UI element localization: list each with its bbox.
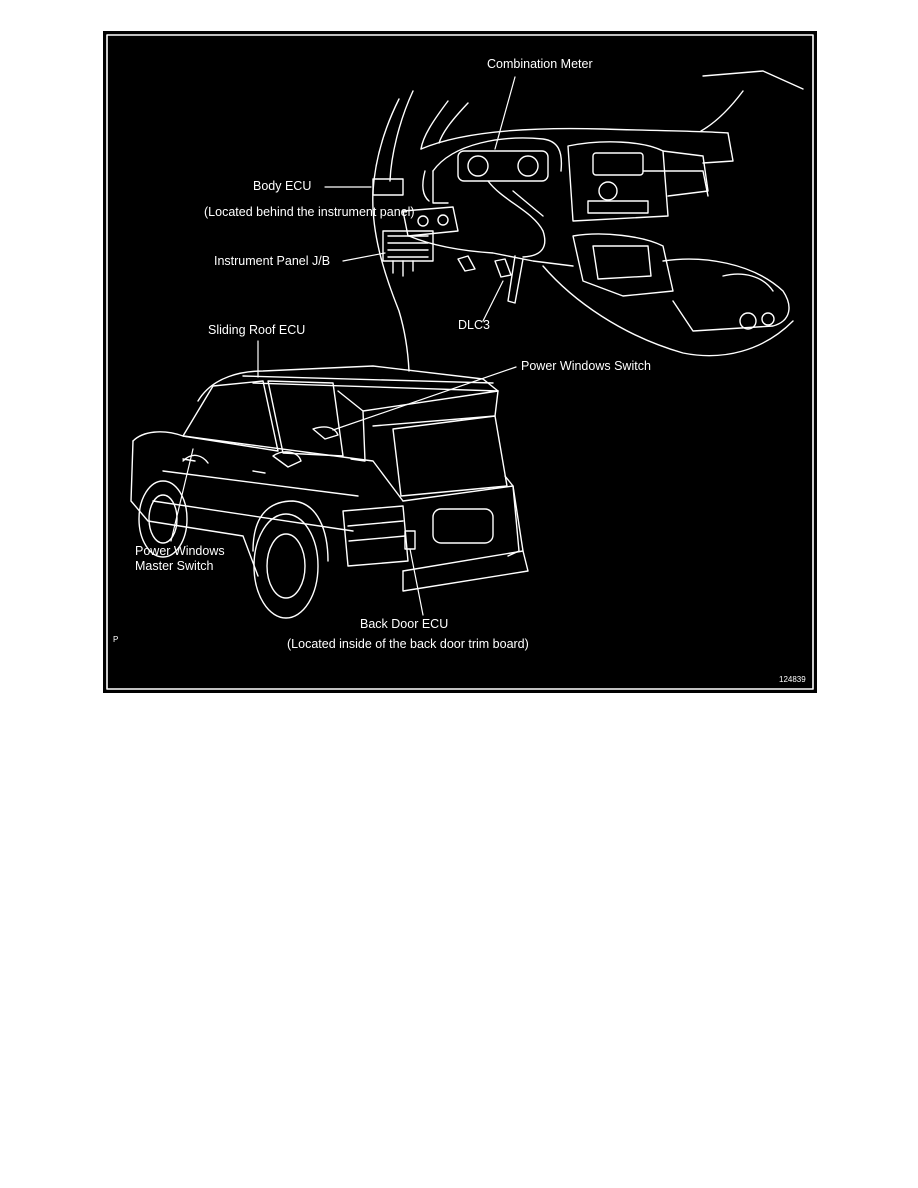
leader-lines [170, 76, 517, 616]
label-back-door-ecu-note: (Located inside of the back door trim bo… [287, 637, 529, 651]
leader-power-windows-switch [332, 366, 517, 431]
label-power-windows-master-switch-line1: Power Windows [135, 544, 225, 558]
label-power-windows-master-switch-line2: Master Switch [135, 559, 214, 573]
label-corner-mark: P [113, 635, 119, 644]
inner-frame [106, 34, 814, 690]
leader-instrument-panel-jb [342, 252, 386, 262]
label-sliding-roof-ecu: Sliding Roof ECU [208, 323, 306, 337]
label-figure-id: 124839 [779, 675, 806, 684]
diagram-artwork [106, 34, 814, 690]
leader-power-windows-master-switch [170, 448, 194, 542]
label-combination-meter: Combination Meter [487, 57, 593, 71]
leader-dlc3 [482, 280, 504, 322]
label-power-windows-switch: Power Windows Switch [521, 359, 651, 373]
label-dlc3: DLC3 [458, 318, 490, 332]
component-location-diagram: Combination Meter Body ECU (Located behi… [103, 31, 817, 693]
label-back-door-ecu: Back Door ECU [360, 617, 449, 631]
label-body-ecu: Body ECU [253, 179, 312, 193]
label-instrument-panel-jb: Instrument Panel J/B [214, 254, 331, 268]
leader-back-door-ecu [409, 548, 424, 616]
label-body-ecu-note: (Located behind the instrument panel) [204, 205, 415, 219]
leader-combination-meter [494, 76, 516, 150]
vehicle-drawing [130, 365, 529, 619]
dashboard-drawing [372, 70, 804, 372]
